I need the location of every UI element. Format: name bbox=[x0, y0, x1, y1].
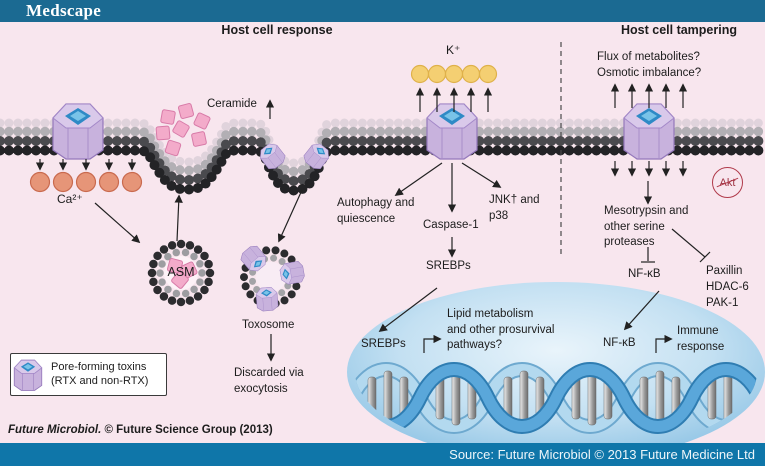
credit-rest: © Future Science Group (2013) bbox=[101, 424, 273, 436]
medscape-logo[interactable]: Medscape bbox=[26, 1, 102, 20]
right-section-header: Host cell tampering bbox=[621, 23, 737, 37]
calcium-label: Ca²⁺ bbox=[57, 192, 83, 206]
asm-label: ASM bbox=[167, 265, 195, 279]
potassium-ions-icon bbox=[410, 64, 498, 84]
pore-forming-toxin-icon bbox=[426, 103, 478, 160]
akt-label: Akt bbox=[719, 176, 736, 189]
top-brand-bar: Medscape bbox=[0, 0, 765, 22]
credit-line: Future Microbiol. © Future Science Group… bbox=[8, 424, 273, 436]
source-attribution: Source: Future Microbiol © 2013 Future M… bbox=[449, 447, 755, 462]
srebps-outer-label: SREBPs bbox=[426, 260, 471, 272]
discarded-label: Discarded via exocytosis bbox=[234, 367, 304, 395]
pore-forming-toxin-icon bbox=[13, 359, 43, 391]
caspase-label: Caspase-1 bbox=[423, 219, 479, 231]
toxosome-vesicle-icon bbox=[238, 242, 306, 312]
left-section-header: Host cell response bbox=[221, 23, 333, 37]
nucleus bbox=[347, 282, 765, 462]
immune-response-label: Immune response bbox=[677, 325, 725, 353]
asm-vesicle-icon bbox=[147, 239, 215, 307]
srebps-inner-label: SREBPs bbox=[361, 338, 406, 350]
legend-box: Pore-forming toxins (RTX and non-RTX) bbox=[10, 353, 167, 396]
nfkb-outer-label: NF-κB bbox=[628, 268, 661, 280]
nfkb-inner-label: NF-κB bbox=[603, 337, 636, 349]
calcium-ions-icon bbox=[29, 171, 143, 193]
flux-osmotic-label: Flux of metabolites? Osmotic imbalance? bbox=[597, 51, 702, 79]
bottom-source-bar: Source: Future Microbiol © 2013 Future M… bbox=[0, 443, 765, 466]
pore-forming-toxin-icon bbox=[52, 103, 104, 160]
akt-badge: Akt bbox=[712, 167, 743, 198]
lipid-metabolism-label: Lipid metabolism and other prosurvival p… bbox=[447, 308, 555, 351]
toxosome-label: Toxosome bbox=[242, 319, 295, 331]
legend-label: Pore-forming toxins (RTX and non-RTX) bbox=[51, 361, 149, 387]
credit-journal: Future Microbiol. bbox=[8, 424, 102, 436]
potassium-label: K⁺ bbox=[446, 43, 461, 57]
dna-helix-icon bbox=[355, 362, 757, 434]
mesotrypsin-label: Mesotrypsin and other serine proteases bbox=[604, 205, 689, 248]
pore-forming-toxin-icon bbox=[623, 103, 675, 160]
paxillin-list-label: Paxillin HDAC-6 PAK-1 bbox=[706, 265, 749, 309]
pathway-arrows bbox=[35, 83, 711, 362]
autophagy-label: Autophagy and quiescence bbox=[337, 197, 415, 225]
ceramide-label: Ceramide bbox=[207, 98, 257, 110]
jnk-label: JNK† and p38 bbox=[489, 194, 540, 222]
